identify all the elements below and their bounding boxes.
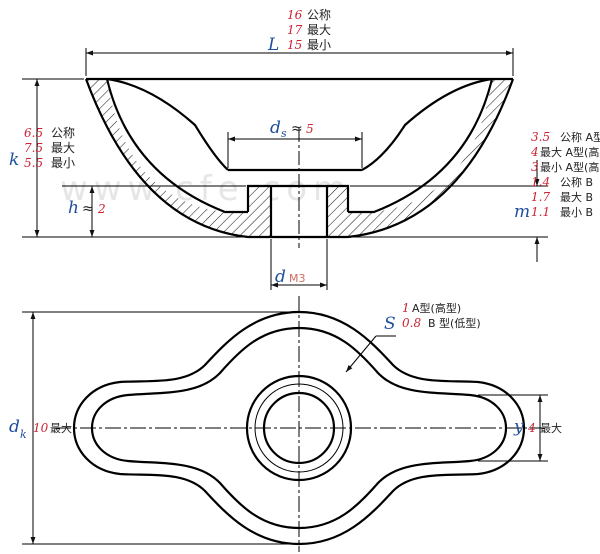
svg-text:s: s	[281, 127, 287, 140]
label-dk: d k 10 最大	[9, 417, 72, 441]
svg-text:7.5: 7.5	[24, 141, 43, 155]
label-d: d M3	[275, 267, 306, 287]
svg-text:4: 4	[530, 145, 539, 159]
svg-text:m: m	[514, 202, 530, 222]
label-ds: d s ≈ 5	[270, 118, 314, 140]
svg-text:2: 2	[97, 202, 106, 216]
label-h: h ≈ 2	[68, 198, 106, 218]
svg-text:d: d	[270, 118, 281, 138]
svg-text:1.4: 1.4	[531, 175, 550, 189]
svg-text:S: S	[384, 314, 396, 334]
dimensions-top	[22, 48, 548, 290]
inner-floor-left	[105, 78, 248, 214]
svg-text:最大: 最大	[307, 23, 331, 37]
svg-text:A型(高型): A型(高型)	[412, 301, 461, 315]
label-m: 3.5 公称 A型 4 最大 A型(高 3 最小 A型(高 1.4 公称 B 1…	[514, 130, 600, 222]
svg-text:公称 A型: 公称 A型	[560, 130, 600, 144]
section-body-right	[327, 79, 513, 237]
svg-text:最大 B: 最大 B	[560, 190, 593, 204]
svg-text:3: 3	[531, 160, 539, 174]
inner-wing-left	[106, 77, 229, 171]
section-view	[84, 77, 515, 248]
svg-text:d: d	[9, 417, 20, 437]
svg-text:最大: 最大	[50, 421, 72, 435]
svg-text:15: 15	[287, 38, 302, 52]
svg-text:6.5: 6.5	[24, 126, 43, 140]
section-body	[86, 79, 271, 237]
svg-text:17: 17	[287, 23, 303, 37]
svg-text:10: 10	[33, 421, 49, 435]
plan-outer-outline	[72, 310, 526, 546]
svg-text:0.8: 0.8	[402, 316, 421, 330]
svg-text:y: y	[513, 417, 524, 437]
boss-outline	[246, 184, 350, 212]
svg-text:最大: 最大	[540, 421, 562, 435]
inner-floor-right	[348, 78, 494, 214]
svg-text:16: 16	[287, 8, 303, 22]
plan-centerlines	[55, 296, 545, 552]
svg-text:最小 B: 最小 B	[560, 206, 593, 219]
svg-text:k: k	[9, 150, 19, 170]
svg-text:最小: 最小	[307, 38, 331, 52]
svg-text:公称: 公称	[51, 126, 75, 140]
svg-text:1.7: 1.7	[531, 190, 550, 204]
svg-text:h: h	[68, 198, 79, 218]
svg-text:1: 1	[402, 301, 410, 315]
svg-text:B 型(低型): B 型(低型)	[428, 316, 481, 330]
svg-text:最小: 最小	[51, 156, 75, 170]
dimensions-bottom	[22, 311, 548, 545]
svg-text:公称: 公称	[307, 8, 331, 22]
svg-text:≈: ≈	[291, 121, 303, 137]
svg-text:最小 A型(高: 最小 A型(高	[540, 160, 599, 174]
label-k: 6.5 公称 k 7.5 最大 5.5 最小	[9, 126, 75, 170]
outer-profile	[84, 78, 515, 239]
svg-text:1.1: 1.1	[531, 205, 550, 219]
svg-text:公称 B: 公称 B	[560, 175, 593, 189]
label-L: 16 公称 17 最大 L 15 最小	[267, 8, 331, 55]
label-S: 1 A型(高型) S 0.8 B 型(低型)	[384, 301, 481, 334]
svg-text:3.5: 3.5	[531, 130, 550, 144]
svg-text:k: k	[20, 428, 27, 441]
svg-text:4: 4	[527, 421, 536, 435]
label-y: y 4 最大	[513, 417, 562, 437]
inner-wing-right	[361, 77, 493, 171]
svg-text:5: 5	[306, 122, 314, 136]
svg-text:d: d	[275, 267, 286, 287]
svg-text:≈: ≈	[82, 201, 94, 217]
svg-text:5.5: 5.5	[24, 156, 43, 170]
svg-text:最大: 最大	[51, 141, 75, 155]
svg-text:L: L	[267, 35, 279, 55]
svg-text:最大 A型(高: 最大 A型(高	[540, 145, 599, 159]
svg-text:M3: M3	[289, 272, 306, 285]
